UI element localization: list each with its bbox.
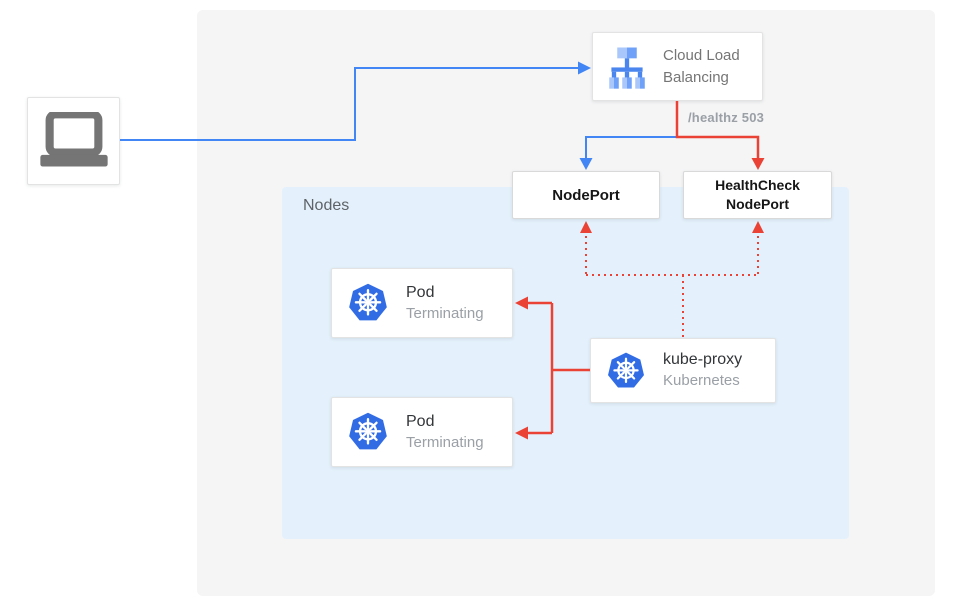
laptop-icon [36,112,112,170]
healthcheck-nodeport-box: HealthCheck NodePort [683,171,832,219]
kubernetes-icon [605,350,647,392]
cloud-load-balancing-box: Cloud Load Balancing [592,32,763,101]
pod-status: Terminating [406,433,484,451]
pod-box: Pod Terminating [331,268,513,338]
nodeport-box: NodePort [512,171,660,219]
nodes-group-label: Nodes [303,197,350,214]
nodeport-label: NodePort [552,186,620,204]
pod-status: Terminating [406,304,484,322]
kube-proxy-subtitle: Kubernetes [663,372,740,390]
kube-proxy-title: kube-proxy [663,351,743,369]
pod-title: Pod [406,283,435,301]
cloud-load-balancing-label: Cloud Load Balancing [663,46,740,86]
kubernetes-icon [346,281,390,325]
client-box [27,97,120,185]
healthcheck-nodeport-label: HealthCheck NodePort [715,177,800,212]
cloud-load-balancing-icon [601,41,653,93]
pod-box: Pod Terminating [331,397,513,467]
healthz-annotation: /healthz 503 [688,110,765,125]
kube-proxy-box: kube-proxy Kubernetes [590,338,776,403]
kubernetes-icon [346,410,390,454]
pod-title: Pod [406,412,435,430]
